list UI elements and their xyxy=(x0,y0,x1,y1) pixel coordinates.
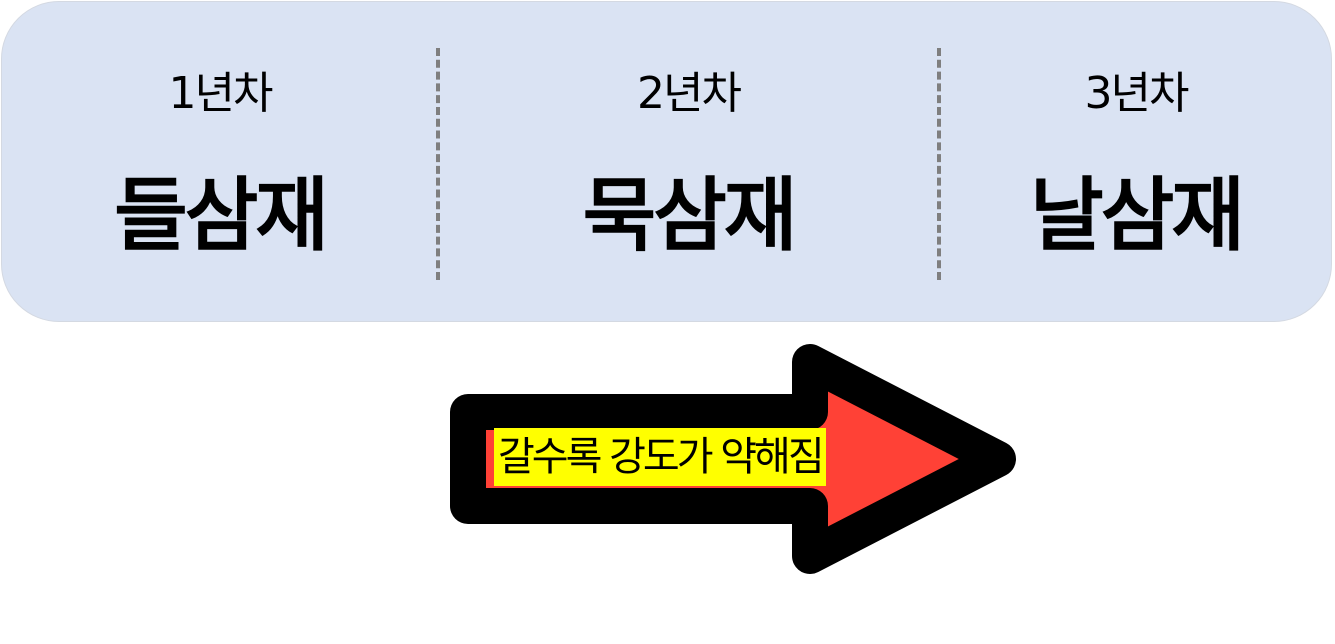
stage-2: 2년차 묵삼재 xyxy=(438,2,939,321)
stage-2-name: 묵삼재 xyxy=(582,169,798,262)
stages-panel: 1년차 들삼재 2년차 묵삼재 3년차 날삼재 xyxy=(1,1,1332,322)
divider-2 xyxy=(937,48,941,280)
stage-3-year: 3년차 xyxy=(1084,68,1190,119)
stage-2-year: 2년차 xyxy=(637,68,742,119)
stage-1-year: 1년차 xyxy=(168,68,274,119)
stage-1-name: 들삼재 xyxy=(114,169,329,262)
stage-1: 1년차 들삼재 xyxy=(2,2,438,321)
arrow-label: 갈수록 강도가 약해짐 xyxy=(494,428,826,486)
stage-3: 3년차 날삼재 xyxy=(939,2,1333,321)
stage-3-name: 날삼재 xyxy=(1030,169,1245,262)
divider-1 xyxy=(436,48,440,280)
